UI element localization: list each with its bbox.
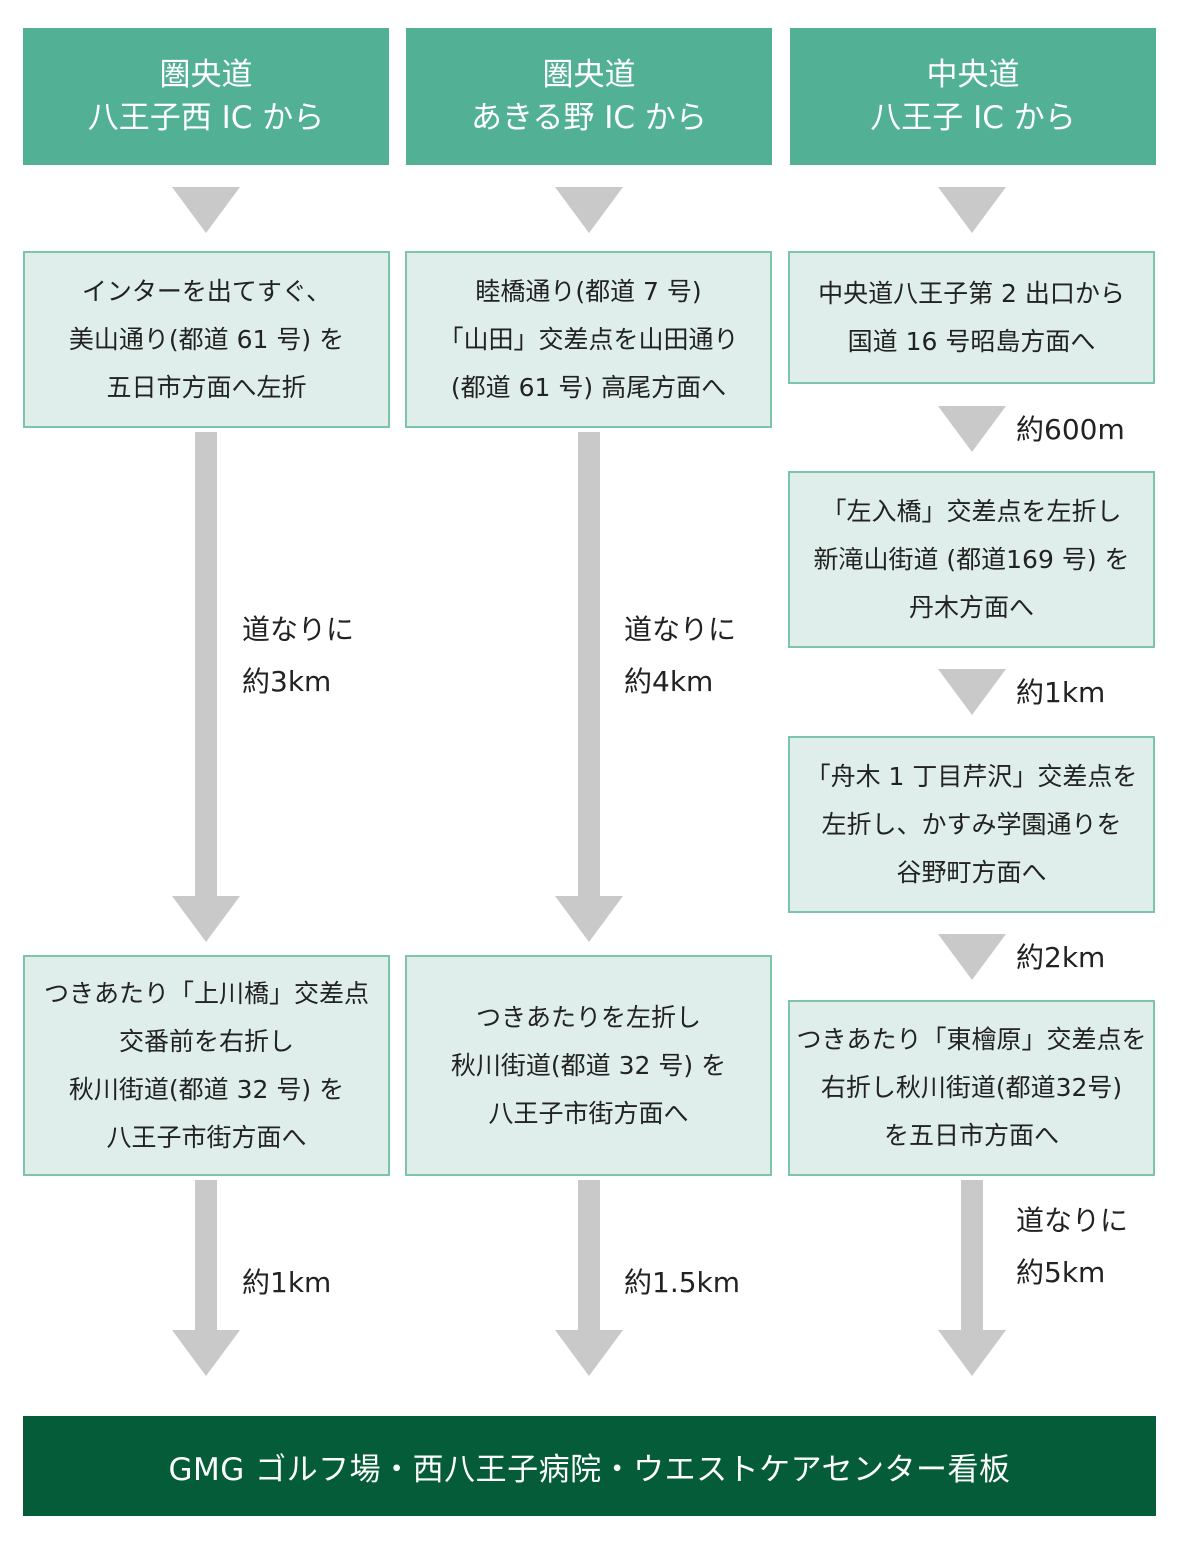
step-line: 睦橋通り(都道 7 号) xyxy=(475,276,702,306)
route1-step1: インターを出てすぐ、 美山通り(都道 61 号) を 五日市方面へ左折 xyxy=(23,251,390,428)
long-arrow-shaft xyxy=(195,1180,217,1336)
down-arrow-icon xyxy=(938,1330,1006,1376)
route3-distance-3: 約2km xyxy=(1016,932,1105,984)
step-line: 右折し秋川街道(都道32号) xyxy=(820,1073,1123,1102)
step-line: 秋川街道(都道 32 号) を xyxy=(68,1074,345,1104)
route2-distance-2: 約1.5km xyxy=(624,1257,740,1309)
distance-line: 道なりに xyxy=(242,613,355,646)
step-line: (都道 61 号) 高尾方面へ xyxy=(450,372,727,402)
down-arrow-icon xyxy=(938,669,1006,715)
route3-step3: 「舟木 1 丁目芹沢」交差点を 左折し、かすみ学園通りを 谷野町方面へ xyxy=(788,736,1155,913)
step-line: つきあたり「上川橋」交差点 xyxy=(43,978,369,1008)
distance-line: 道なりに xyxy=(1016,1204,1129,1237)
route-header-hachioji: 中央道 八王子 IC から xyxy=(790,28,1156,165)
route3-distance-4: 道なりに 約5km xyxy=(1016,1195,1128,1299)
distance-line: 約2km xyxy=(1016,941,1106,974)
long-arrow-shaft xyxy=(578,432,600,902)
step-line: 八王子市街方面へ xyxy=(106,1122,307,1152)
step-line: 「舟木 1 丁目芹沢」交差点を xyxy=(805,761,1138,791)
step-line: つきあたり「東檜原」交差点を xyxy=(796,1025,1147,1054)
step-line: 五日市方面へ左折 xyxy=(106,372,307,402)
destination-banner: GMG ゴルフ場・西八王子病院・ウエストケアセンター看板 xyxy=(23,1416,1156,1516)
distance-line: 道なりに xyxy=(624,613,737,646)
step-line: 中央道八王子第 2 出口から xyxy=(818,278,1125,308)
distance-line: 約3km xyxy=(242,665,332,698)
step-line: インターを出てすぐ、 xyxy=(81,276,332,306)
long-arrow-shaft xyxy=(195,432,217,902)
header-line-1: 圏央道 xyxy=(542,56,636,93)
distance-line: 約1km xyxy=(242,1266,332,1299)
step-line: 谷野町方面へ xyxy=(896,857,1047,887)
distance-line: 約600m xyxy=(1016,413,1125,446)
route2-step1: 睦橋通り(都道 7 号) 「山田」交差点を山田通り (都道 61 号) 高尾方面… xyxy=(405,251,772,428)
route-header-hachioji-nishi: 圏央道 八王子西 IC から xyxy=(23,28,389,165)
route2-distance-1: 道なりに 約4km xyxy=(624,604,736,708)
step-line: 丹木方面へ xyxy=(908,592,1034,622)
distance-line: 約5km xyxy=(1016,1256,1106,1289)
header-line-1: 圏央道 xyxy=(159,56,253,93)
step-line: 左折し、かすみ学園通りを xyxy=(821,809,1122,839)
long-arrow-shaft xyxy=(578,1180,600,1336)
header-line-2: 八王子 IC から xyxy=(870,99,1076,136)
step-line: 国道 16 号昭島方面へ xyxy=(847,326,1096,356)
distance-line: 約4km xyxy=(624,665,714,698)
route1-distance-1: 道なりに 約3km xyxy=(242,604,354,708)
step-line: 八王子市街方面へ xyxy=(488,1098,689,1128)
long-arrow-shaft xyxy=(961,1180,983,1336)
down-arrow-icon xyxy=(938,934,1006,980)
route3-step2: 「左入橋」交差点を左折し 新滝山街道 (都道169 号) を 丹木方面へ xyxy=(788,471,1155,648)
step-line: 「左入橋」交差点を左折し xyxy=(821,496,1122,526)
distance-line: 約1km xyxy=(1016,676,1106,709)
route1-distance-2: 約1km xyxy=(242,1257,331,1309)
down-arrow-icon xyxy=(555,187,623,233)
route3-step1: 中央道八王子第 2 出口から 国道 16 号昭島方面へ xyxy=(788,251,1155,384)
route3-distance-2: 約1km xyxy=(1016,667,1105,719)
route3-distance-1: 約600m xyxy=(1016,404,1125,456)
down-arrow-icon xyxy=(555,1330,623,1376)
down-arrow-icon xyxy=(172,187,240,233)
step-line: 新滝山街道 (都道169 号) を xyxy=(813,544,1130,574)
route-header-akiruno: 圏央道 あきる野 IC から xyxy=(406,28,772,165)
step-line: 美山通り(都道 61 号) を xyxy=(68,324,345,354)
header-line-1: 中央道 xyxy=(926,56,1020,93)
step-line: つきあたりを左折し xyxy=(475,1002,701,1032)
step-line: を五日市方面へ xyxy=(883,1121,1059,1150)
distance-line: 約1.5km xyxy=(624,1266,741,1299)
route3-step4: つきあたり「東檜原」交差点を 右折し秋川街道(都道32号) を五日市方面へ xyxy=(788,1000,1155,1176)
down-arrow-icon xyxy=(172,896,240,942)
step-line: 交番前を右折し xyxy=(118,1026,294,1056)
down-arrow-icon xyxy=(938,406,1006,452)
route2-step2: つきあたりを左折し 秋川街道(都道 32 号) を 八王子市街方面へ xyxy=(405,955,772,1176)
down-arrow-icon xyxy=(555,896,623,942)
step-line: 秋川街道(都道 32 号) を xyxy=(450,1050,727,1080)
down-arrow-icon xyxy=(938,187,1006,233)
header-line-2: 八王子西 IC から xyxy=(87,99,325,136)
header-line-2: あきる野 IC から xyxy=(471,99,707,136)
route1-step2: つきあたり「上川橋」交差点 交番前を右折し 秋川街道(都道 32 号) を 八王… xyxy=(23,955,390,1176)
step-line: 「山田」交差点を山田通り xyxy=(438,324,739,354)
down-arrow-icon xyxy=(172,1330,240,1376)
destination-label: GMG ゴルフ場・西八王子病院・ウエストケアセンター看板 xyxy=(168,1451,1011,1488)
